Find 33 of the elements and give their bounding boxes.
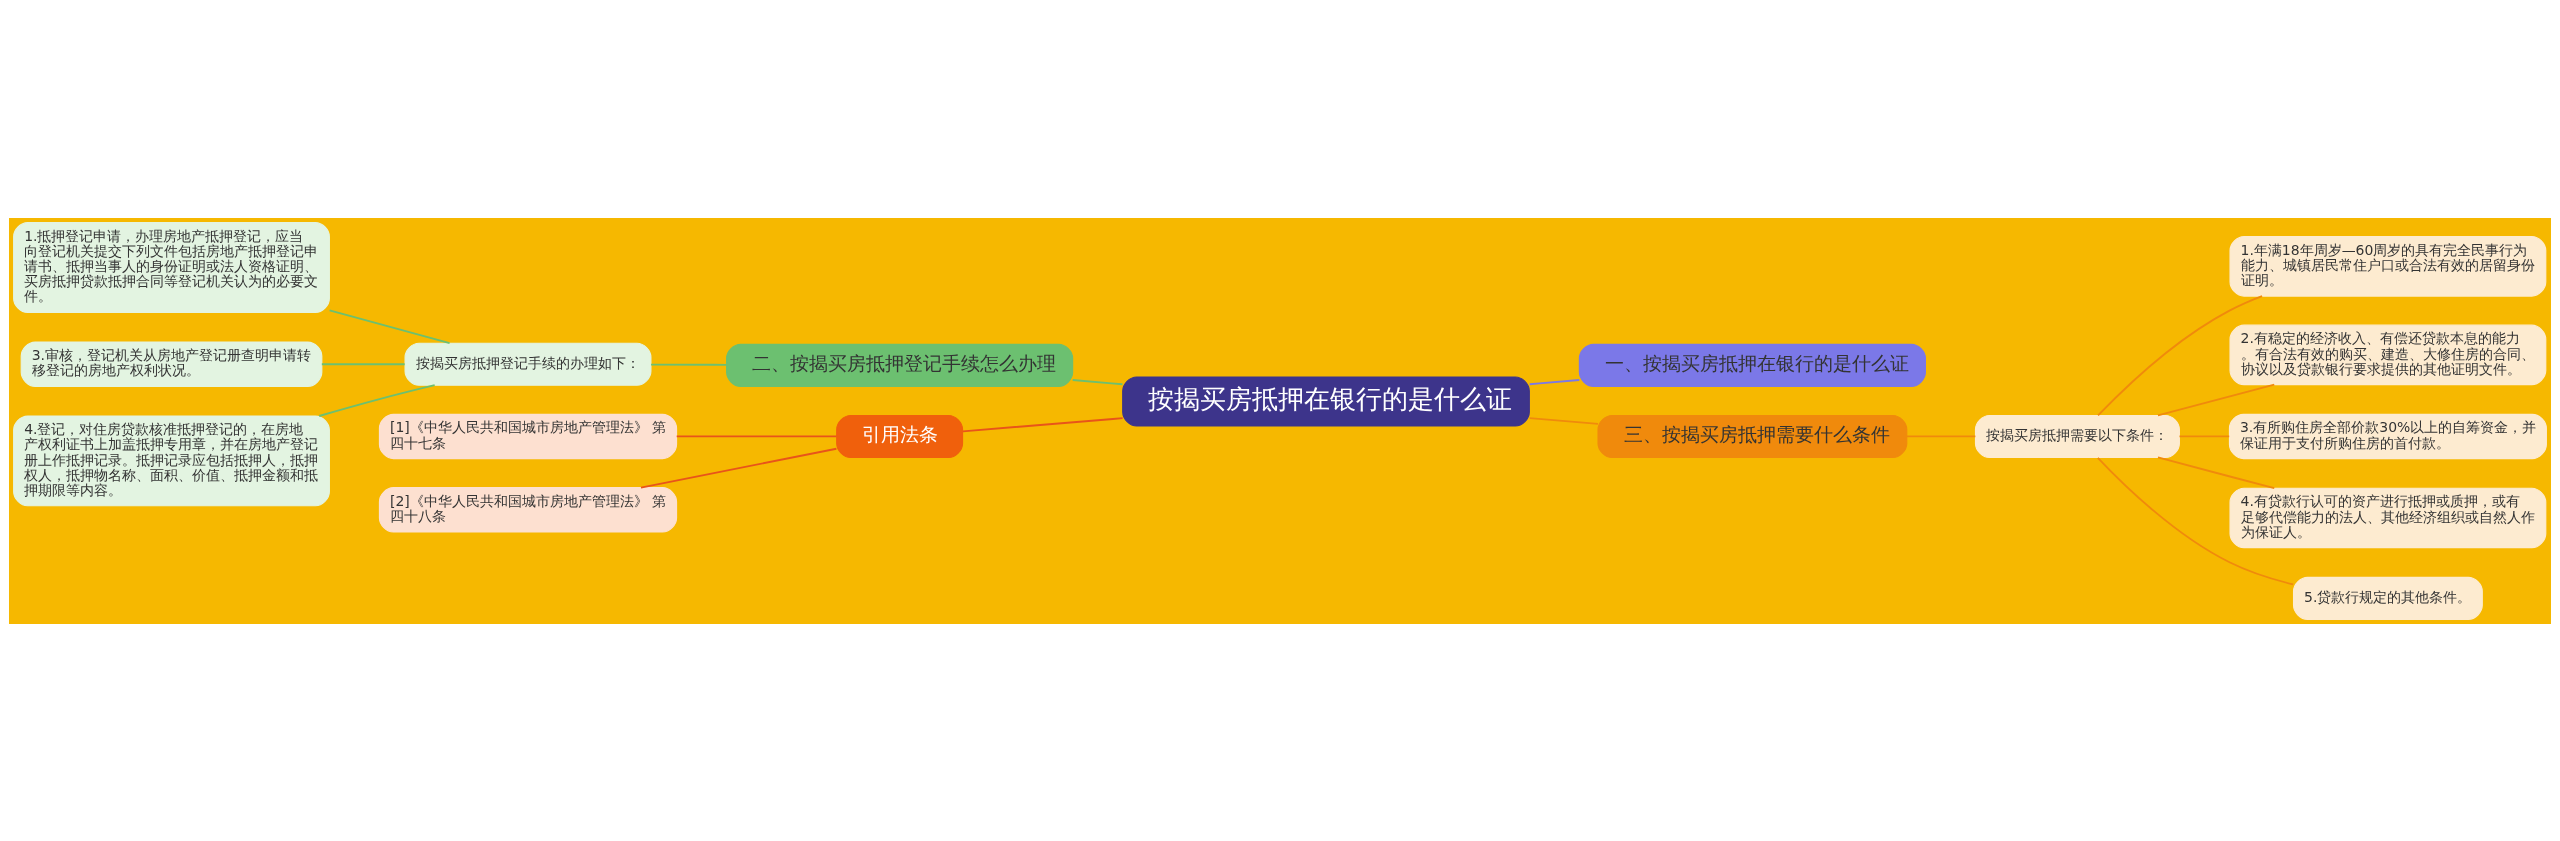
node-box: 按揭买房抵押需要以下条件： xyxy=(1974,414,2180,458)
connector xyxy=(320,362,406,365)
connector xyxy=(1528,416,1599,425)
connector xyxy=(1528,378,1581,385)
node-box: 3.有所购住房全部价款30%以上的自筹资金，并保证用于支付所购住房的首付款。 xyxy=(2228,413,2547,459)
connector xyxy=(2178,435,2231,437)
connector xyxy=(650,363,728,366)
node-box: 5.贷款行规定的其他条件。 xyxy=(2292,576,2483,620)
node-box: 4.有贷款行认可的资产进行抵押或质押，或有足够代偿能力的法人、其他经济组织或自然人作为保证人。 xyxy=(2229,487,2547,548)
connector xyxy=(1071,378,1124,385)
connector xyxy=(2096,456,2295,585)
node-box: 一、按揭买房抵押在银行的是什么证 xyxy=(1578,343,1926,387)
node-box: 1.抵押登记申请，办理房地产抵押登记，应当向登记机关提交下列文件包括房地产抵押登记申请书、抵押当事人的身份证明或法人资格证明、买房抵押贷款抵押合同等登记机关认为的必要文件。 xyxy=(13,221,330,313)
connector xyxy=(640,447,838,489)
node-box: 2.有稳定的经济收入、有偿还贷款本息的能力。有合法有效的购买、建造、大修住房的合同、协议以及贷款银行要求提供的其他证明文件。 xyxy=(2229,324,2547,385)
node-box: 3.审核，登记机关从房地产登记册查明申请转移登记的房地产权利状况。 xyxy=(20,341,323,387)
connector xyxy=(2157,456,2276,489)
node-box: 三、按揭买房抵押需要什么条件 xyxy=(1597,414,1908,458)
node-box: [1]《中华人民共和国城市房地产管理法》 第四十七条 xyxy=(378,413,678,459)
connector xyxy=(2157,383,2276,416)
node-box: 二、按揭买房抵押登记手续怎么办理 xyxy=(726,343,1074,387)
connector xyxy=(675,435,838,437)
connector xyxy=(1905,435,1977,437)
connector xyxy=(962,416,1124,432)
node-box: 4.登记，对住房贷款核准抵押登记的，在房地产权利证书上加盖抵押专用章，并在房地产登记册上作抵押记录。抵押记录应包括抵押人，抵押权人，抵押物名称、面积、价值、抵押金额和抵押期限等内容。 xyxy=(13,414,330,506)
node-box: 引用法条 xyxy=(836,414,964,458)
node-box: 1.年满18年周岁—60周岁的具有完全民事行为能力、城镇居民常住户口或合法有效的居留身份证明。 xyxy=(2229,235,2547,297)
connector xyxy=(328,308,451,344)
connector xyxy=(318,383,436,417)
connector xyxy=(2097,294,2263,416)
node-box: [2]《中华人民共和国城市房地产管理法》 第四十八条 xyxy=(378,486,678,533)
node-box: 按揭买房抵押登记手续的办理如下： xyxy=(404,342,652,386)
node-box: 按揭买房抵押在银行的是什么证 xyxy=(1122,375,1530,427)
